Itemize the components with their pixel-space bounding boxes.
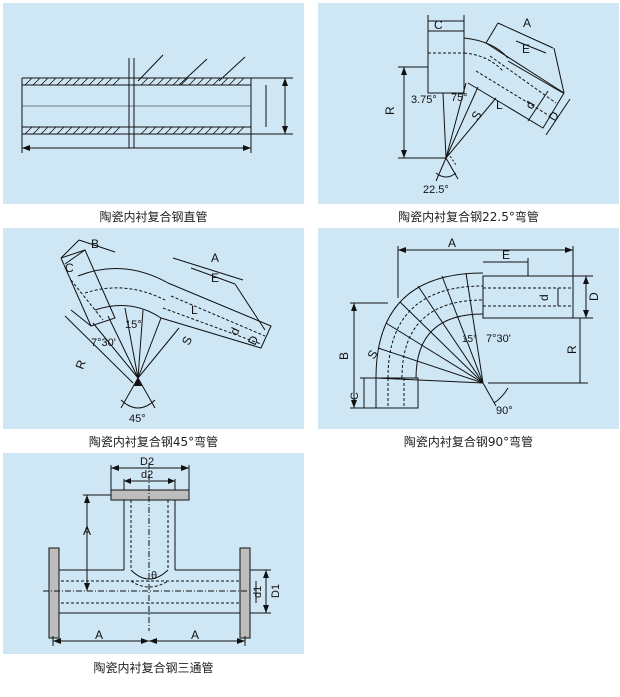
label-angle-90: 90° [496, 405, 513, 417]
label-d1-inner: d1 [252, 586, 264, 598]
label-angle-7-30: 7°30' [486, 333, 511, 345]
label-b: B [91, 237, 99, 251]
label-e: E [522, 42, 530, 56]
label-dd: D [587, 292, 601, 301]
label-a: A [211, 251, 219, 265]
straight-pipe-diagram [21, 54, 293, 153]
caption-bend-90: 陶瓷内衬复合钢90°弯管 [403, 435, 534, 449]
label-d: d [227, 325, 243, 337]
caption-straight: 陶瓷内衬复合钢直管 [99, 210, 208, 224]
label-a-right: A [191, 628, 199, 642]
bend-90-diagram: A E d D B S 15° 7°30' R C 90° [337, 236, 601, 417]
bend-22-5-panel: C A E R 3.75° 75° S L d D 22.5° [318, 3, 619, 204]
label-r: R [73, 358, 89, 371]
label-l: L [496, 98, 503, 112]
label-angle-15: 15° [125, 319, 142, 331]
label-angle-22-5: 22.5° [423, 184, 449, 196]
label-dd: D [245, 333, 261, 347]
bend-22-5-diagram: C A E R 3.75° 75° S L d D 22.5° [383, 15, 571, 196]
bend-90-panel: A E d D B S 15° 7°30' R C 90° [318, 228, 619, 429]
label-s: S [468, 109, 484, 123]
label-r: R [565, 345, 579, 354]
label-angle-75: 75° [451, 92, 468, 104]
label-angle-3-75: 3.75° [411, 94, 437, 106]
label-d: d [522, 99, 537, 112]
label-c: C [65, 261, 74, 275]
straight-pipe-panel [3, 3, 304, 204]
label-d2-inner: d2 [141, 469, 153, 481]
label-a: A [448, 236, 456, 250]
label-a: A [523, 16, 531, 30]
label-b: B [337, 352, 351, 360]
label-c: C [349, 392, 361, 400]
bend-45-diagram: B C A E R 7°30' 15° S L d D 45° [60, 237, 272, 425]
caption-bend-45: 陶瓷内衬复合钢45°弯管 [88, 435, 219, 449]
label-d: d [537, 294, 551, 301]
label-d2-outer: D2 [140, 456, 154, 468]
tee-panel: D2 d2 A θ d1 D1 A A [3, 453, 304, 654]
caption-tee: 陶瓷内衬复合钢三通管 [93, 661, 214, 675]
label-r: R [383, 106, 397, 115]
bend-45-panel: B C A E R 7°30' 15° S L d D 45° [3, 228, 304, 429]
label-e: E [211, 271, 219, 285]
label-c: C [434, 18, 443, 32]
caption-bend-22-5: 陶瓷内衬复合钢22.5°弯管 [398, 210, 539, 224]
label-angle-45: 45° [129, 413, 146, 425]
label-d1-outer: D1 [270, 584, 282, 598]
label-theta: θ [151, 570, 157, 582]
label-angle-7-30: 7°30' [91, 337, 116, 349]
label-angle-15: 15° [462, 334, 477, 345]
label-l: L [191, 303, 198, 317]
label-s: S [179, 334, 195, 347]
tee-diagram: D2 d2 A θ d1 D1 A A [43, 456, 282, 646]
label-a-left: A [95, 628, 103, 642]
label-a-vertical: A [83, 524, 91, 538]
label-e: E [502, 248, 510, 262]
